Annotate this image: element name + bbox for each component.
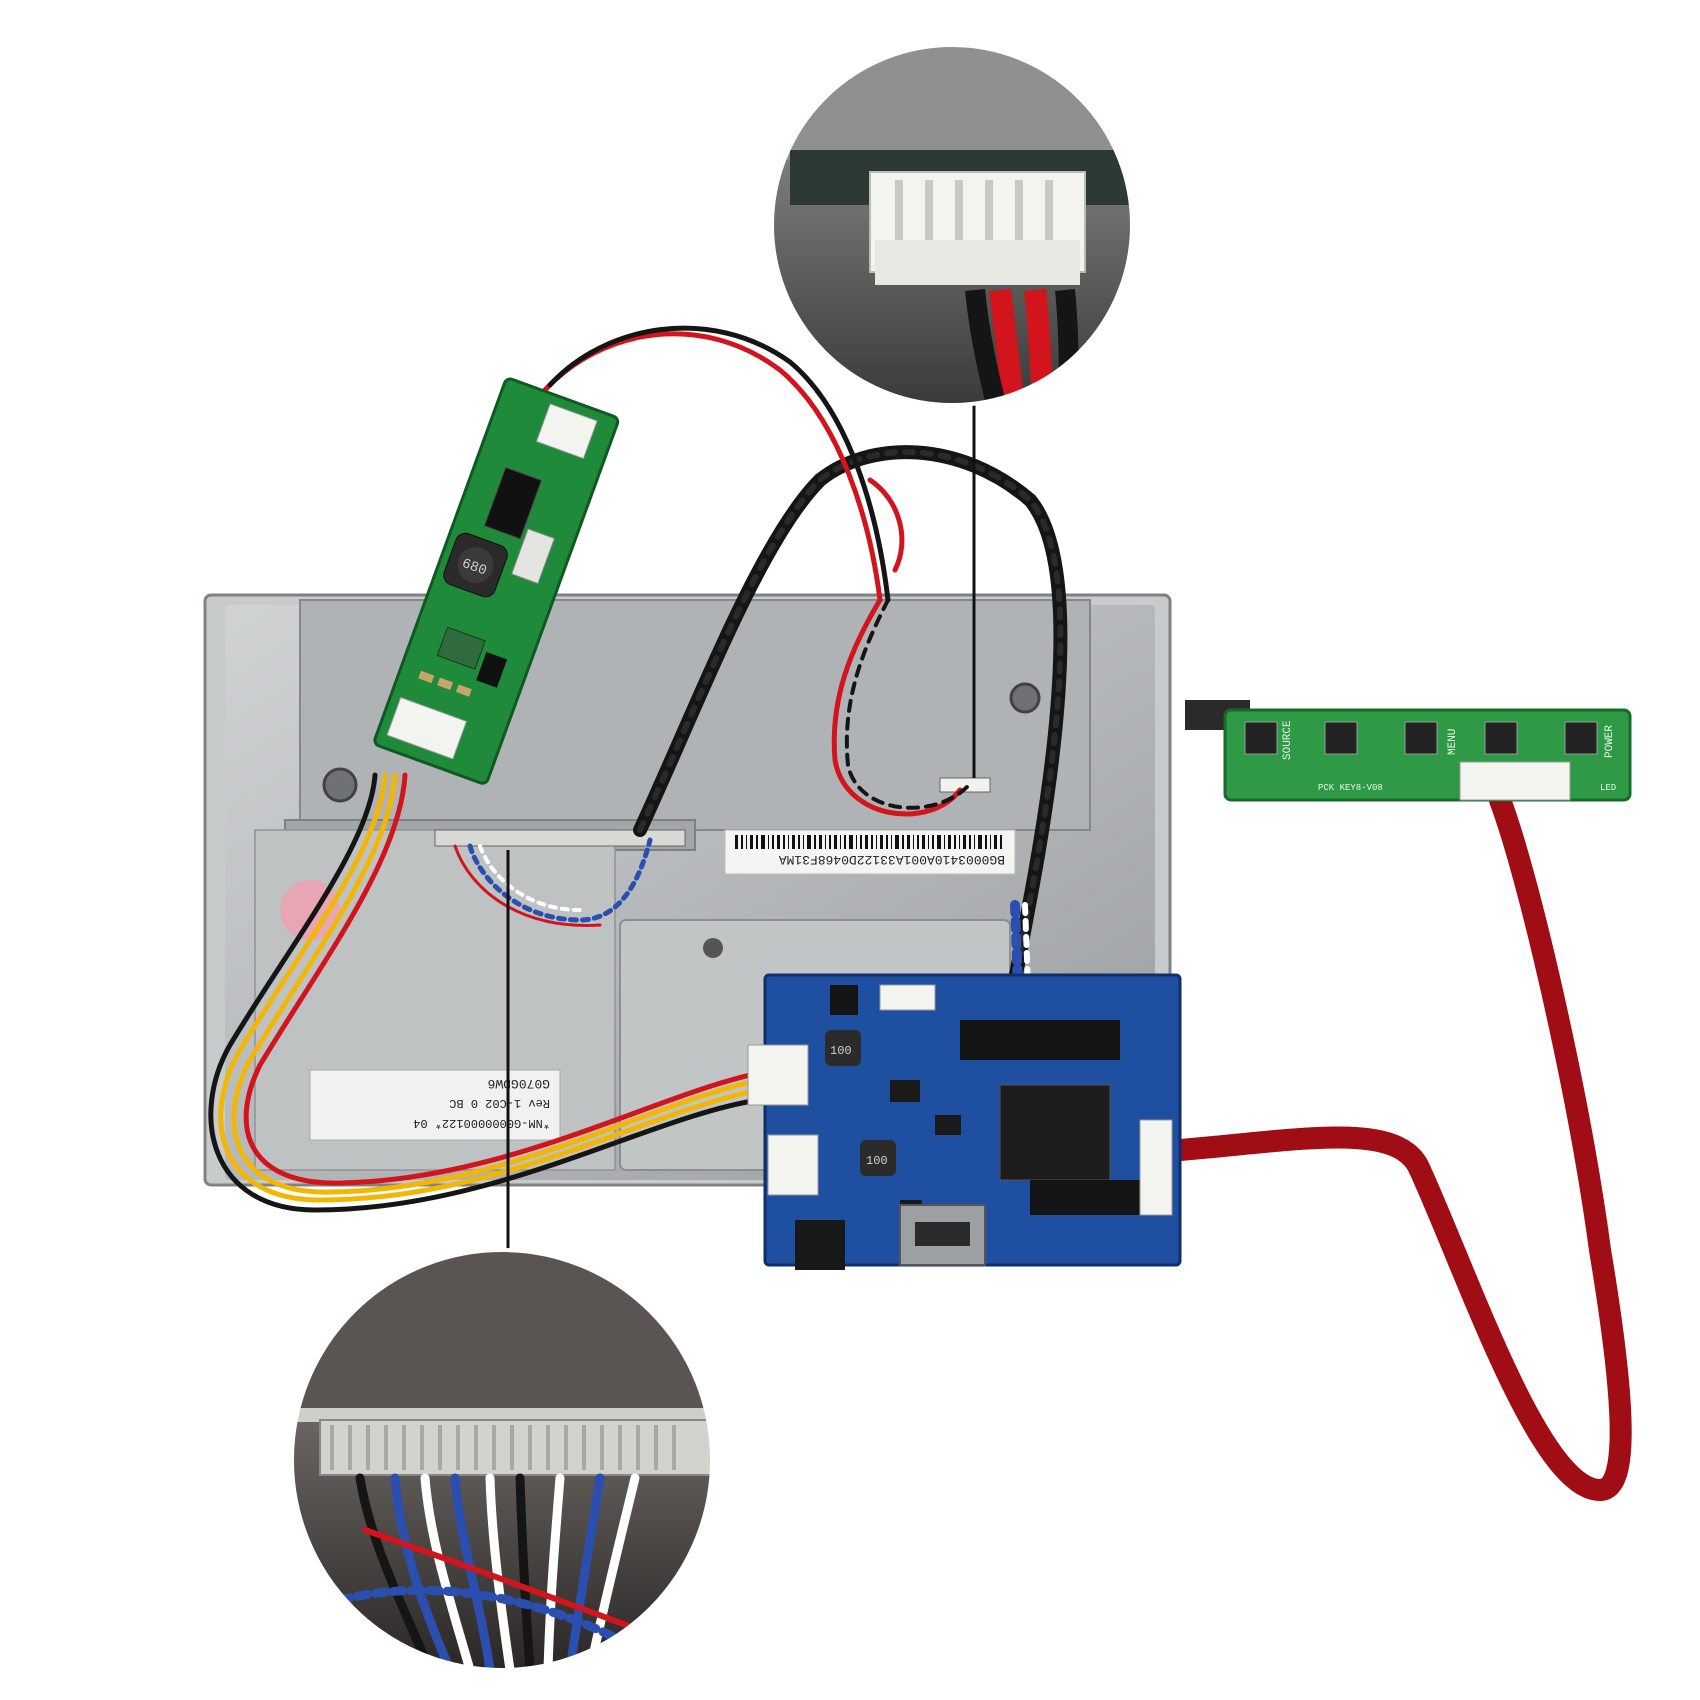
controller-power-connector — [747, 1044, 809, 1106]
panel-backlight-connector — [939, 777, 991, 793]
backlight-inverter-board: 680 — [373, 377, 620, 785]
keypad-board: SOURCE MENU POWER PCK KEY8-V08 LED — [1185, 700, 1632, 802]
controller-keypad-connector — [1139, 1119, 1173, 1216]
keypad-silkscreen: PCK KEY8-V08 — [1318, 783, 1383, 793]
mount-hole-icon — [703, 938, 723, 958]
screw-icon — [1009, 682, 1041, 714]
backlight-connector-zoom-icon — [770, 43, 1134, 407]
keypad-button-2[interactable] — [1324, 721, 1358, 755]
inverter-output-connector — [535, 403, 598, 460]
hdmi-controller-board: 100 100 — [747, 973, 1182, 1270]
model-label-line2: Rev 1-C02 0 BC — [449, 1096, 550, 1110]
keypad-button-1[interactable] — [1244, 721, 1278, 755]
model-label-line1: *NM-G0000000122* 04 — [413, 1116, 550, 1130]
keypad-connector — [1459, 761, 1571, 801]
model-label: *NM-G0000000122* 04 Rev 1-C02 0 BC G070G… — [309, 1069, 561, 1141]
model-label-line3: G070GDW6 — [488, 1076, 550, 1091]
barcode-label: BG0003410A001A33122D0468F31MA — [724, 829, 1016, 875]
keypad-label-power: POWER — [1604, 725, 1616, 758]
keypad-buttons[interactable] — [1244, 721, 1598, 755]
keypad-label-menu: MENU — [1447, 729, 1459, 755]
inductor-marking-mid: 100 — [866, 1154, 888, 1168]
keypad-label-source: SOURCE — [1282, 720, 1294, 760]
barcode-text: BG0003410A001A33122D0468F31MA — [779, 852, 1005, 867]
dc-jack-icon[interactable] — [795, 1220, 845, 1270]
keypad-button-3[interactable] — [1404, 721, 1438, 755]
inverter-input-connector — [386, 696, 468, 760]
wiring — [208, 325, 1632, 1502]
controller-backlight-connector — [767, 1134, 819, 1196]
keypad-button-5[interactable] — [1564, 721, 1598, 755]
inductor-marking-left: 100 — [830, 1044, 852, 1058]
keypad-button-4[interactable] — [1484, 721, 1518, 755]
scaler-chip-icon — [999, 1084, 1111, 1181]
screw-icon — [322, 767, 358, 803]
panel-lvds-connector — [434, 829, 686, 847]
keypad-led-label: LED — [1600, 783, 1616, 793]
hdmi-port-icon[interactable] — [899, 1204, 986, 1266]
lvds-connector-zoom-icon — [290, 1248, 714, 1672]
